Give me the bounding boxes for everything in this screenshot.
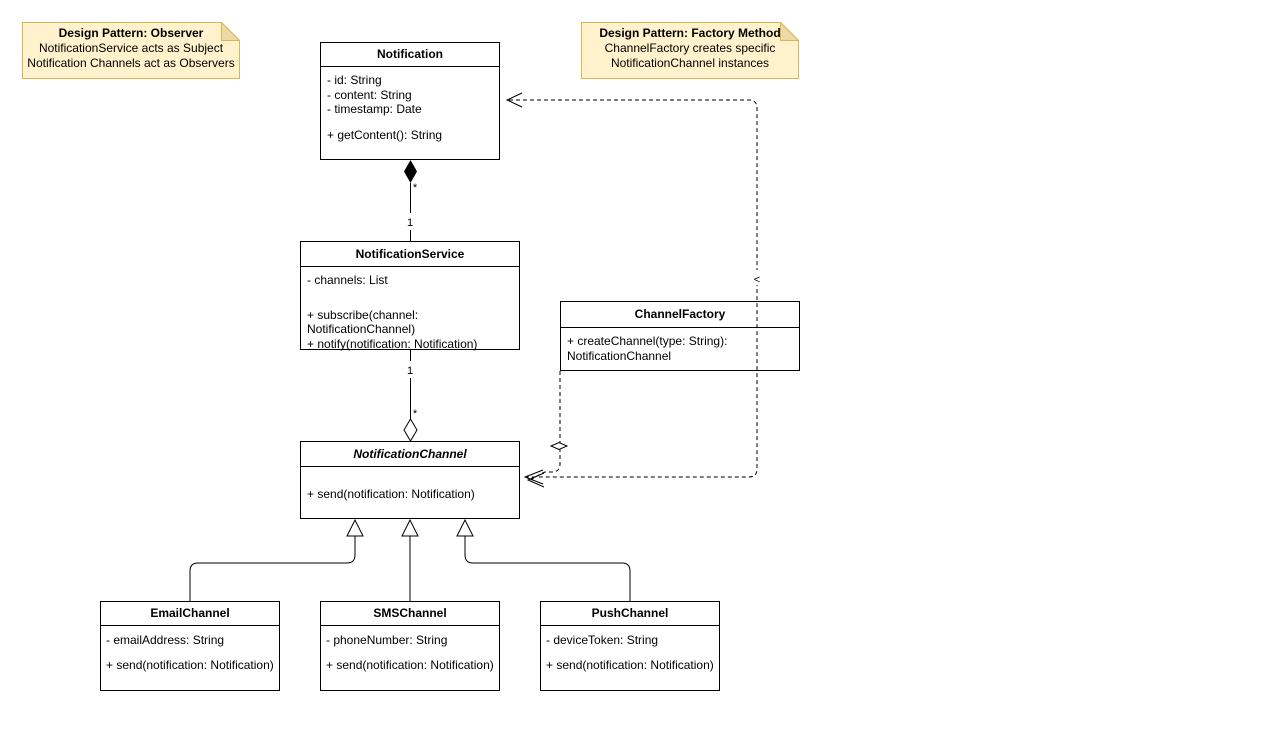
note-line: NotificationService acts as Subject xyxy=(38,41,224,55)
edge-dependency-factory-notification[interactable]: < xyxy=(505,92,764,485)
note-line: NotificationChannel instances xyxy=(610,56,770,70)
attribute: - timestamp: Date xyxy=(327,102,422,116)
note-title: Design Pattern: Factory Method xyxy=(599,26,781,40)
inheritance-triangle xyxy=(401,518,419,537)
class-notification[interactable]: Notification - id: String - content: Str… xyxy=(320,42,500,160)
class-title: Notification xyxy=(321,43,499,67)
multiplicity-label: * xyxy=(413,408,418,420)
attribute: - channels: List xyxy=(307,273,388,287)
note-fold-corner xyxy=(780,22,799,41)
class-notificationchannel[interactable]: NotificationChannel + send(notification:… xyxy=(300,441,520,519)
attribute: - content: String xyxy=(327,87,412,102)
class-emailchannel[interactable]: EmailChannel - emailAddress: String + se… xyxy=(100,601,280,691)
edge-composition-service-notification[interactable]: * 1 xyxy=(403,160,418,241)
note-title: Design Pattern: Observer xyxy=(58,26,204,40)
note-line: Notification Channels act as Observers xyxy=(27,56,235,70)
method: + send(notification: Notification) xyxy=(326,657,494,672)
hollow-diamond xyxy=(549,441,569,451)
method: + send(notification: Notification) xyxy=(546,657,714,672)
edge-dependency-factory-channel[interactable] xyxy=(526,371,569,488)
note-factory-pattern[interactable]: Design Pattern: Factory Method ChannelFa… xyxy=(581,22,799,79)
method: + send(notification: Notification) xyxy=(307,487,475,501)
open-arrowhead xyxy=(526,472,545,488)
method: + send(notification: Notification) xyxy=(106,657,274,672)
class-title: EmailChannel xyxy=(101,602,279,626)
class-title: ChannelFactory xyxy=(561,302,799,328)
inheritance-triangle xyxy=(346,518,364,537)
method: + getContent(): String xyxy=(327,127,443,142)
note-shape xyxy=(581,22,799,79)
edge-inheritance-email-channel[interactable] xyxy=(189,518,364,601)
attribute: - emailAddress: String xyxy=(106,633,225,647)
class-notificationservice[interactable]: NotificationService - channels: List + s… xyxy=(300,241,520,351)
composition-diamond xyxy=(404,160,417,183)
edge-inheritance-sms-channel[interactable] xyxy=(401,518,419,601)
edge-aggregation-service-channel[interactable]: 1 * xyxy=(403,350,418,442)
aggregation-diamond xyxy=(403,418,418,442)
class-title: PushChannel xyxy=(541,602,719,626)
method: + createChannel(type: String): Notificat… xyxy=(567,334,728,363)
class-pushchannel[interactable]: PushChannel - deviceToken: String + send… xyxy=(540,601,720,691)
note-shape xyxy=(22,22,240,79)
attribute: - deviceToken: String xyxy=(546,633,659,647)
class-smschannel[interactable]: SMSChannel - phoneNumber: String + send(… xyxy=(320,601,500,691)
class-title: NotificationChannel xyxy=(301,442,519,467)
note-fold-corner xyxy=(221,22,240,41)
attribute: - id: String xyxy=(327,73,382,87)
multiplicity-label: * xyxy=(413,182,418,194)
class-title: NotificationService xyxy=(301,242,519,267)
method: + subscribe(channel: NotificationChannel… xyxy=(307,307,419,337)
arrow-chevron: < xyxy=(754,274,760,286)
multiplicity-label: 1 xyxy=(407,217,413,229)
open-arrowhead xyxy=(523,469,544,485)
note-observer-pattern[interactable]: Design Pattern: Observer NotificationSer… xyxy=(22,22,240,79)
multiplicity-label: 1 xyxy=(407,365,413,377)
class-title: SMSChannel xyxy=(321,602,499,626)
edge-inheritance-push-channel[interactable] xyxy=(456,518,631,601)
method: + notify(notification: Notification) xyxy=(307,336,478,351)
open-arrowhead xyxy=(505,92,523,108)
note-line: ChannelFactory creates specific xyxy=(604,41,776,55)
class-channelfactory[interactable]: ChannelFactory + createChannel(type: Str… xyxy=(560,301,800,371)
inheritance-triangle xyxy=(456,518,474,537)
attribute: - phoneNumber: String xyxy=(326,633,448,647)
